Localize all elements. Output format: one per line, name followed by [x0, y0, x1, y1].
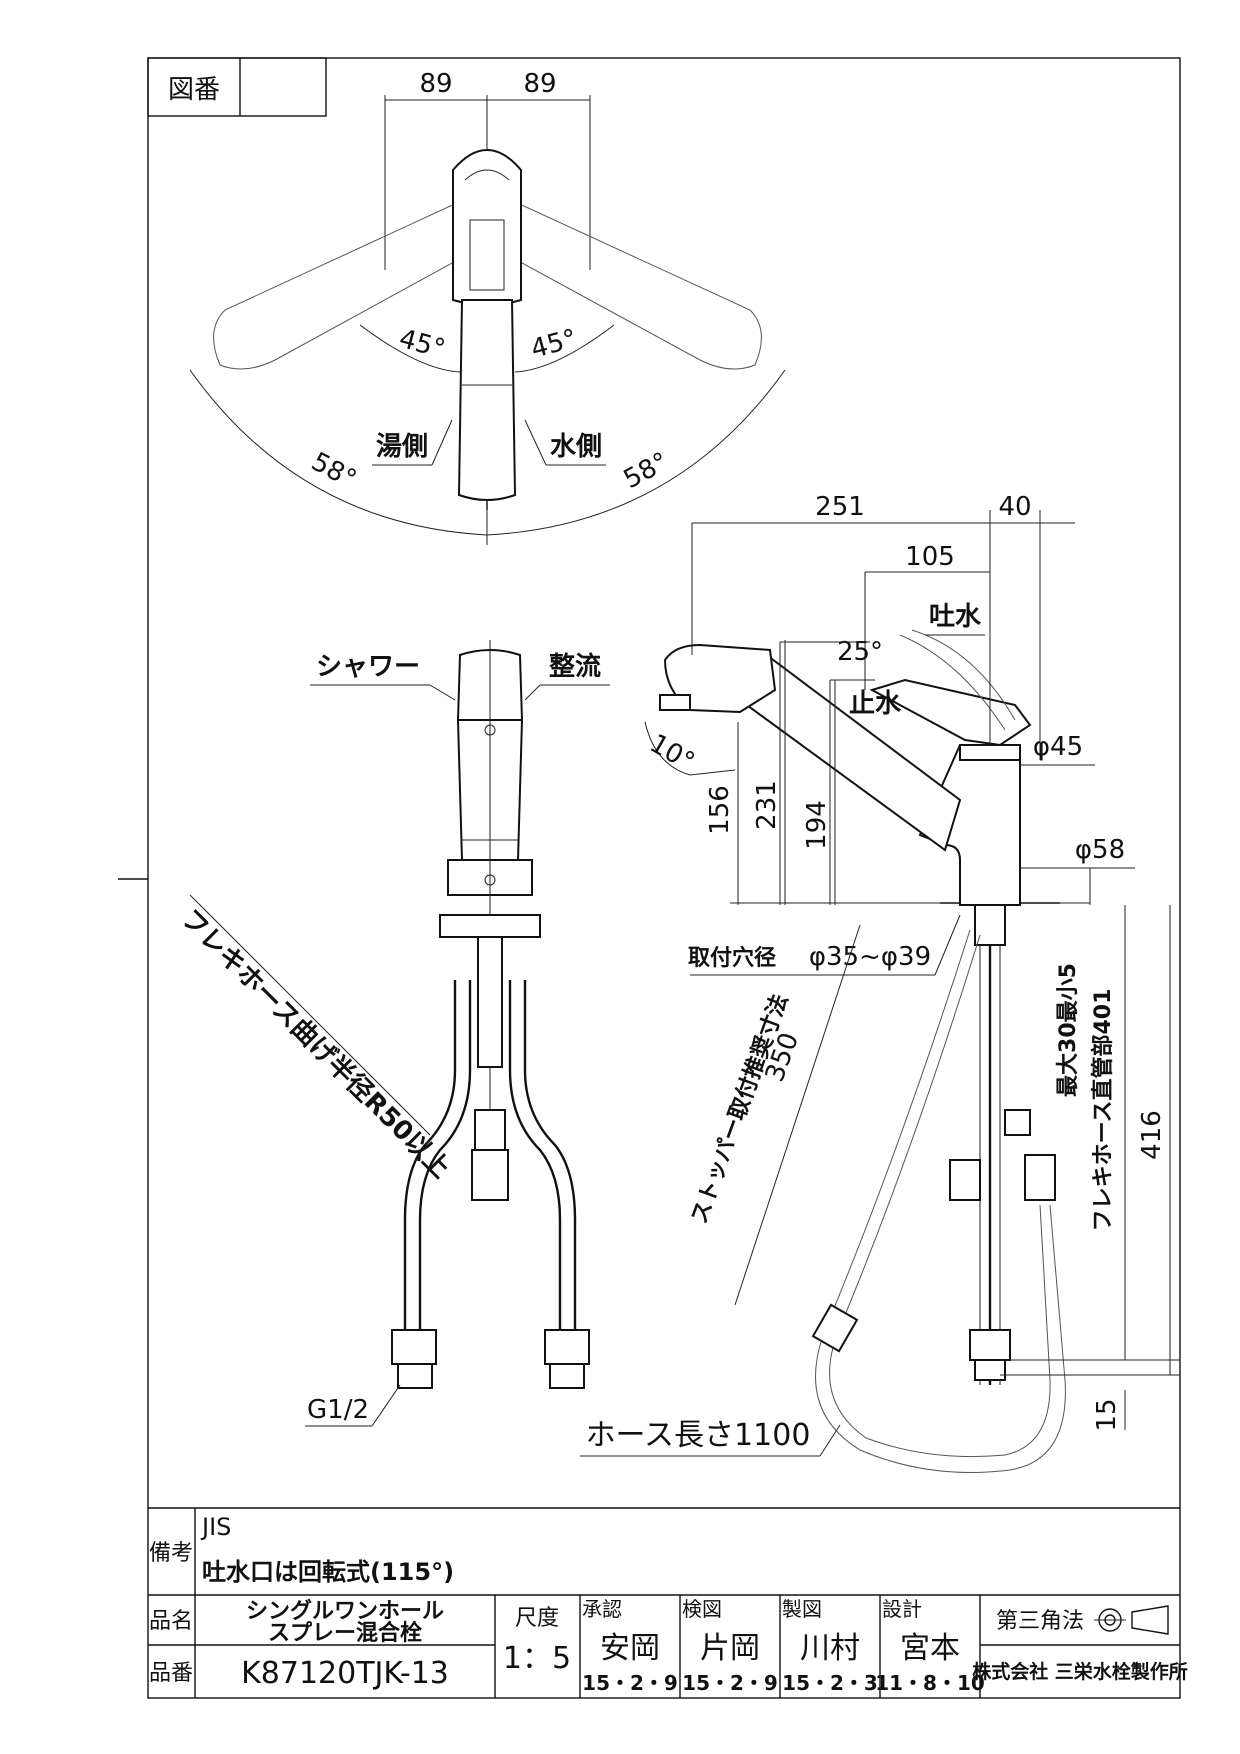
design-date: 11・8・10 [875, 1671, 985, 1695]
dim-89-right: 89 [523, 69, 556, 99]
flex-hose-straight-label: フレキホース直管部401 [1090, 989, 1116, 1232]
design-name: 宮本 [900, 1631, 960, 1666]
laminar-label: 整流 [549, 651, 601, 682]
hot-side-label: 湯側 [376, 432, 428, 462]
remarks-line-2: 吐水口は回転式(115°) [202, 1558, 454, 1586]
drawing-number-box: 図番 [147, 57, 327, 117]
angle-45-right: 45° [528, 324, 580, 365]
mount-hole-label: 取付穴径 [688, 945, 776, 971]
company-name: 株式会社 三栄水栓製作所 [972, 1660, 1188, 1683]
product-name-label: 品名 [149, 1609, 193, 1634]
spout-stop-label: 止水 [849, 689, 902, 719]
stopper-note: ストッパー取付推奨寸法 [687, 991, 793, 1227]
dim-156: 156 [705, 785, 735, 835]
draw-label: 製図 [782, 1597, 822, 1621]
drawing-number-label: 図番 [168, 75, 220, 105]
spout-open-label: 吐水 [929, 602, 982, 632]
cold-side-label: 水側 [550, 432, 602, 462]
dim-105: 105 [905, 542, 955, 572]
projection-label: 第三角法 [996, 1609, 1084, 1634]
hose-length-label: ホース長さ1100 [586, 1418, 811, 1453]
design-label: 設計 [882, 1597, 922, 1621]
max-thickness-label: 最大30最小5 [1056, 963, 1081, 1097]
dim-40: 40 [998, 492, 1031, 522]
check-date: 15・2・9 [682, 1671, 778, 1695]
dim-89-left: 89 [419, 69, 452, 99]
flex-hose-radius-note: フレキホース曲げ半径R50以上 [175, 904, 456, 1185]
draw-name: 川村 [800, 1631, 860, 1666]
top-view: 89 89 45° 45° 58° 58° 湯側 水側 [189, 69, 786, 545]
product-no-label: 品番 [149, 1661, 193, 1686]
front-view: シャワー 整流 フレキホース曲げ半径R50以上 G1/2 ホース長さ1100 [175, 640, 841, 1457]
product-name-line-2: スプレー混合栓 [268, 1620, 422, 1646]
angle-45-left: 45° [396, 324, 448, 365]
dim-231: 231 [752, 780, 782, 830]
mount-hole-dia: φ35~φ39 [809, 942, 931, 972]
remarks-block: 備考 JIS 吐水口は回転式(115°) [148, 1507, 1180, 1596]
dia-45: φ45 [1033, 732, 1083, 762]
dim-416: 416 [1137, 1110, 1167, 1160]
dim-194: 194 [802, 800, 832, 850]
remarks-line-1: JIS [200, 1513, 231, 1541]
approve-date: 15・2・9 [582, 1671, 678, 1695]
scale-value: 1：5 [503, 1641, 571, 1676]
title-block: 品名 シングルワンホール スプレー混合栓 品番 K87120TJK-13 尺度 … [148, 1595, 1188, 1698]
angle-58-right: 58° [619, 447, 674, 495]
remarks-label: 備考 [149, 1541, 193, 1566]
product-name-line-1: シングルワンホール [246, 1598, 444, 1624]
dim-15: 15 [1092, 1398, 1122, 1431]
sheet-border [147, 57, 1181, 1699]
third-angle-projection-icon [1094, 1605, 1169, 1635]
angle-58-left: 58° [306, 447, 361, 495]
side-view: 251 40 105 吐水 25° 止水 10° φ45 φ58 156 231… [644, 492, 1180, 1473]
product-no: K87120TJK-13 [241, 1656, 449, 1691]
connection-size-label: G1/2 [307, 1395, 369, 1425]
draw-date: 15・2・3 [782, 1671, 878, 1695]
check-name: 片岡 [700, 1631, 760, 1666]
shower-label: シャワー [316, 652, 420, 682]
dim-251: 251 [815, 492, 865, 522]
approve-label: 承認 [582, 1597, 622, 1621]
dia-58: φ58 [1075, 835, 1125, 865]
angle-10: 10° [645, 729, 700, 778]
approve-name: 安岡 [600, 1631, 660, 1666]
scale-label: 尺度 [515, 1606, 559, 1631]
check-label: 検図 [682, 1597, 722, 1621]
